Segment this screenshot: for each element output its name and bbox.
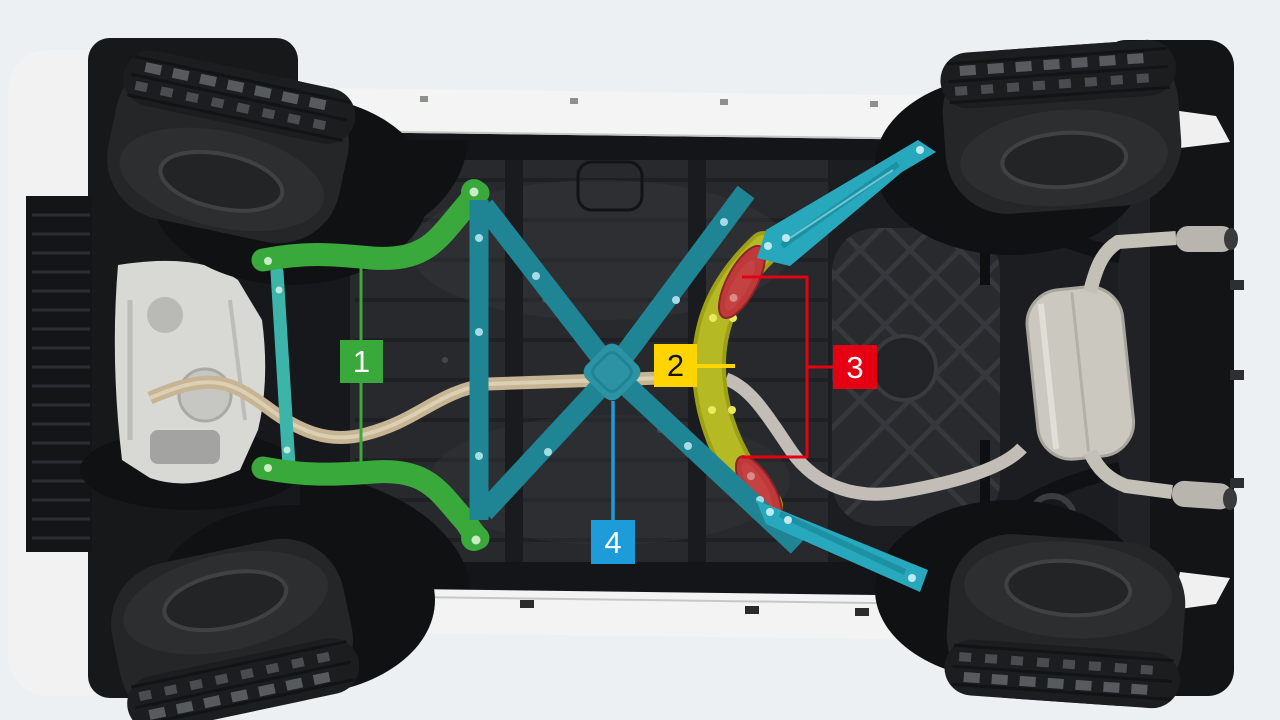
bushing-highlight-top [718,244,766,320]
callout-1-box [340,340,383,383]
callout-3-box [833,345,877,389]
x-brace-center-plate [583,343,641,401]
exhaust-system [147,226,1238,510]
rear-quarter-white-top [1172,110,1230,148]
tank-service-cap [870,334,938,402]
tire-rear-bottom [943,530,1190,710]
tailpipe-bottom [1083,448,1173,499]
callout-4-number: 4 [604,525,621,560]
exhaust-tip-top [1224,228,1238,250]
rear-quarter-white-bottom [1172,572,1230,610]
callouts: 1 2 3 4 [340,262,877,564]
front-bar-highlight [270,265,296,473]
muffler [1025,285,1136,461]
wheels [96,38,1190,720]
callout-3-number: 3 [846,350,863,385]
fuel-tank [832,228,1000,526]
x-brace-highlight [469,185,806,554]
trailing-arm-highlight-upper [757,140,936,266]
callout-1-number: 1 [353,344,370,379]
sill-top [330,88,958,140]
exhaust-mid-pipe [723,372,1027,501]
trailing-arm-highlight-lower [756,500,928,592]
tire-rear-top [939,38,1186,218]
front-grille [26,196,92,552]
tailpipe-top [1083,231,1177,294]
callout-2-box [654,344,697,387]
callout-4-box [591,520,635,564]
exhaust-tip-bottom [1223,488,1237,510]
callout-2-number: 2 [667,348,684,383]
engine [80,260,300,510]
